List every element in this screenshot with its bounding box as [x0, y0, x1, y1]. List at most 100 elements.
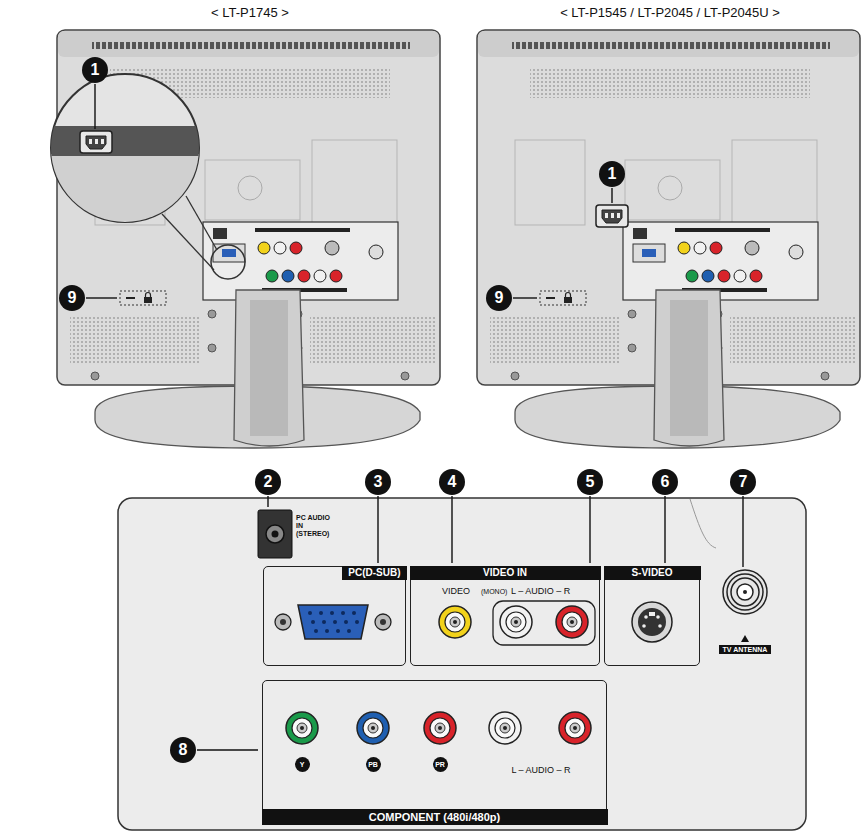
rca-pin [438, 726, 442, 730]
neck-strip [670, 300, 708, 436]
speaker-grille [730, 315, 855, 365]
rca-socket [368, 723, 378, 733]
mini-svideo [745, 241, 759, 255]
mini-jack [633, 228, 647, 239]
mini-rca [298, 270, 310, 282]
socket-pin [611, 213, 614, 218]
screw [91, 372, 99, 380]
dsub-screw-hole [280, 619, 286, 625]
mini-rca [258, 242, 270, 254]
mini-rca [266, 270, 278, 282]
recess [205, 160, 300, 220]
lock-slot-outline [120, 291, 166, 305]
dsub-pin [325, 629, 329, 633]
rca-pin [371, 726, 375, 730]
mini-rca [750, 270, 762, 282]
dsub-pin [344, 620, 348, 624]
dsub-pin [311, 620, 315, 624]
connector-panel [118, 498, 806, 830]
leader-line [451, 496, 452, 563]
mini-dsub-face [642, 249, 656, 257]
group-header: COMPONENT (480i/480p) [262, 809, 608, 825]
callout-number: 3 [365, 469, 391, 495]
mini-rca [686, 270, 698, 282]
mount-hole [658, 176, 682, 200]
magnifier-line [186, 196, 217, 250]
lock-shackle [146, 293, 151, 298]
screw [628, 344, 636, 352]
rca-socket [567, 617, 577, 627]
leader-line [267, 496, 268, 507]
audio-group [493, 601, 595, 645]
mini-rca [290, 242, 302, 254]
monitor-rear [477, 30, 860, 448]
callout-number: 8 [170, 737, 196, 763]
rca-socket [511, 617, 521, 627]
antenna-jack [723, 570, 767, 614]
callout-number: 4 [439, 469, 465, 495]
lock-slot [546, 297, 555, 299]
dsub-pin [341, 611, 345, 615]
rca-socket [435, 723, 445, 733]
stand-neck [654, 290, 724, 446]
rca-jack [286, 712, 318, 744]
leader-line [94, 84, 95, 129]
port-label: VIDEO [442, 586, 470, 597]
leader-line [197, 749, 258, 750]
mini-rca [678, 242, 690, 254]
screw [401, 372, 409, 380]
signal-symbol: PB [366, 757, 381, 772]
lock-slot [126, 297, 135, 299]
rca-jack [489, 712, 521, 744]
socket-pin [605, 213, 608, 218]
magnifier-target [211, 245, 245, 279]
socket-inlet [602, 210, 622, 223]
svideo-jack [632, 602, 672, 642]
dsub-screw [375, 614, 391, 630]
mini-antenna [369, 245, 383, 259]
screw [511, 372, 519, 380]
antenna-socket [737, 584, 753, 600]
leader-line [377, 496, 378, 563]
mini-rca [710, 242, 722, 254]
group-header: S-VIDEO [604, 566, 701, 580]
rca-ring [445, 612, 465, 632]
dsub-screw-hole [380, 619, 386, 625]
mini-jack [213, 228, 227, 239]
lock-slot-outline [540, 291, 586, 305]
antenna-arrow [741, 635, 749, 642]
callout-number: 2 [255, 469, 281, 495]
model-title: < LT-P1545 / LT-P2045 / LT-P2045U > [560, 5, 780, 20]
rca-socket [450, 617, 460, 627]
port-label: L – AUDIO – R [511, 765, 570, 776]
callout-number: 7 [730, 469, 756, 495]
mini-antenna [789, 245, 803, 259]
recess [732, 140, 817, 225]
recess [515, 140, 585, 225]
svideo-pin [642, 624, 646, 628]
dsub-pin [352, 611, 356, 615]
mini-rca [694, 242, 706, 254]
socket-inlet [86, 136, 106, 149]
pc-audio-hole [272, 531, 279, 538]
port-label: L – AUDIO – R [511, 586, 570, 597]
antenna-pin [743, 590, 747, 594]
svideo-pin [658, 624, 662, 628]
mini-bar [255, 228, 350, 232]
power-socket [80, 131, 112, 153]
rca-pin [573, 726, 577, 730]
mini-rca [718, 270, 730, 282]
leader-line [611, 188, 612, 203]
vents [512, 42, 830, 49]
neck-strip [250, 300, 288, 436]
port-label: (MONO) [481, 587, 507, 596]
rca-socket [570, 723, 580, 733]
leader-line [589, 496, 590, 563]
mini-rca [734, 270, 746, 282]
dsub-pin [308, 611, 312, 615]
rca-ring [495, 718, 515, 738]
pc-audio-jack [266, 525, 284, 543]
rca-socket [297, 723, 307, 733]
mini-rca [702, 270, 714, 282]
